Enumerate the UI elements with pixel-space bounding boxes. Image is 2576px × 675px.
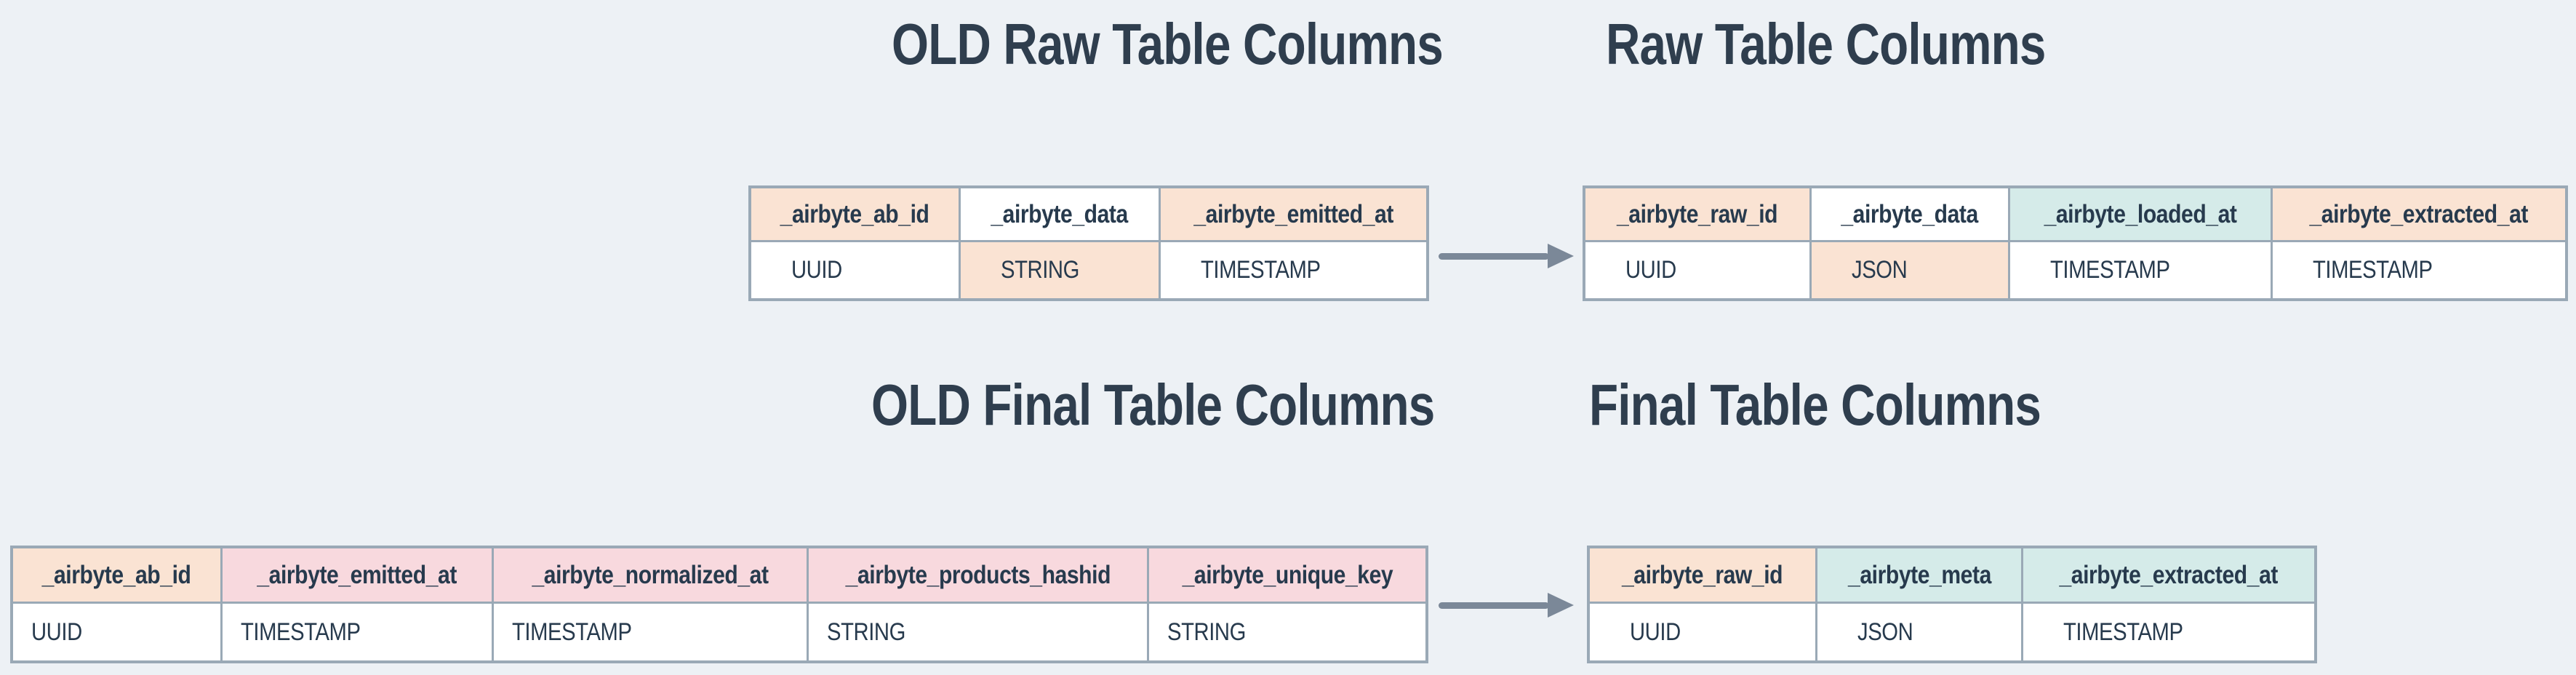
column-header-label: _airbyte_emitted_at	[257, 560, 457, 589]
column-type-cell-airbyte-emitted-at: TIMESTAMP	[1161, 242, 1426, 298]
column-header-cell-airbyte-extracted-at: _airbyte_extracted_at	[2273, 188, 2565, 240]
column-type-label: TIMESTAMP	[2313, 256, 2433, 284]
column-type-cell-airbyte-raw-id: UUID	[1585, 242, 1809, 298]
column-header-label: _airbyte_data	[1841, 199, 1979, 228]
raw-table-title: Raw Table Columns	[1606, 13, 2142, 76]
old-final-table-title: OLD Final Table Columns	[871, 374, 1558, 436]
column-header-label: _airbyte_raw_id	[1622, 560, 1783, 589]
column-header-cell-airbyte-raw-id: _airbyte_raw_id	[1590, 548, 1815, 602]
column-header-cell-airbyte-products-hashid: _airbyte_products_hashid	[809, 548, 1147, 602]
final-table-title: Final Table Columns	[1589, 374, 2140, 436]
column-type-cell-airbyte-data: JSON	[1812, 242, 2008, 298]
column-header-label: _airbyte_extracted_at	[2059, 560, 2279, 589]
column-header-label: _airbyte_unique_key	[1182, 560, 1393, 589]
column-header-cell-airbyte-ab-id: _airbyte_ab_id	[13, 548, 220, 602]
column-header-label: _airbyte_products_hashid	[845, 560, 1111, 589]
column-type-cell-airbyte-extracted-at: TIMESTAMP	[2023, 604, 2314, 660]
column-header-cell-airbyte-meta: _airbyte_meta	[1817, 548, 2021, 602]
column-type-label: UUID	[791, 256, 842, 284]
column-header-cell-airbyte-data: _airbyte_data	[1812, 188, 2008, 240]
column-type-cell-airbyte-data: STRING	[961, 242, 1159, 298]
column-type-cell-airbyte-raw-id: UUID	[1590, 604, 1815, 660]
column-header-label: _airbyte_data	[991, 199, 1129, 228]
old-raw-table-title: OLD Raw Table Columns	[892, 13, 1564, 76]
column-type-label: STRING	[1001, 256, 1079, 284]
column-header-label: _airbyte_ab_id	[42, 560, 191, 589]
column-type-label: TIMESTAMP	[2063, 618, 2183, 646]
column-type-label: TIMESTAMP	[2050, 256, 2170, 284]
column-type-label: UUID	[31, 618, 82, 646]
final-migration-arrow-icon	[1439, 593, 1574, 618]
column-type-label: UUID	[1630, 618, 1681, 646]
column-header-cell-airbyte-data: _airbyte_data	[961, 188, 1159, 240]
column-type-cell-airbyte-ab-id: UUID	[751, 242, 959, 298]
column-type-cell-airbyte-emitted-at: TIMESTAMP	[223, 604, 492, 660]
column-type-cell-airbyte-unique-key: STRING	[1149, 604, 1425, 660]
column-header-cell-airbyte-ab-id: _airbyte_ab_id	[751, 188, 959, 240]
column-type-label: JSON	[1857, 618, 1913, 646]
raw-table-title-text: Raw Table Columns	[1606, 12, 2046, 76]
column-header-label: _airbyte_ab_id	[780, 199, 929, 228]
final-table-title-text: Final Table Columns	[1589, 372, 2041, 437]
column-header-label: _airbyte_loaded_at	[2044, 199, 2237, 228]
column-type-label: TIMESTAMP	[1201, 256, 1321, 284]
raw-migration-arrow-icon	[1439, 244, 1574, 268]
column-header-label: _airbyte_raw_id	[1617, 199, 1778, 228]
old-final-table-title-text: OLD Final Table Columns	[871, 372, 1435, 437]
column-type-cell-airbyte-meta: JSON	[1817, 604, 2021, 660]
column-header-cell-airbyte-loaded-at: _airbyte_loaded_at	[2010, 188, 2271, 240]
column-type-label: TIMESTAMP	[512, 618, 632, 646]
column-type-label: UUID	[1625, 256, 1676, 284]
column-type-cell-airbyte-normalized-at: TIMESTAMP	[494, 604, 807, 660]
new-final-table: _airbyte_raw_id _airbyte_meta _airbyte_ext…	[1587, 546, 2317, 663]
new-raw-table: _airbyte_raw_id _airbyte_data _airbyte_loa…	[1583, 185, 2568, 301]
column-type-label: STRING	[1167, 618, 1246, 646]
column-header-cell-airbyte-emitted-at: _airbyte_emitted_at	[223, 548, 492, 602]
column-type-label: TIMESTAMP	[241, 618, 361, 646]
column-type-label: STRING	[827, 618, 905, 646]
old-final-table: _airbyte_ab_id _airbyte_emitted_at _airbyt…	[10, 546, 1428, 663]
column-header-cell-airbyte-raw-id: _airbyte_raw_id	[1585, 188, 1809, 240]
column-header-label: _airbyte_emitted_at	[1193, 199, 1393, 228]
column-header-label: _airbyte_meta	[1847, 560, 1991, 589]
column-type-label: JSON	[1852, 256, 1908, 284]
column-type-cell-airbyte-products-hashid: STRING	[809, 604, 1147, 660]
column-header-label: _airbyte_normalized_at	[532, 560, 769, 589]
old-raw-table-title-text: OLD Raw Table Columns	[892, 12, 1444, 76]
column-header-cell-airbyte-unique-key: _airbyte_unique_key	[1149, 548, 1425, 602]
column-type-cell-airbyte-extracted-at: TIMESTAMP	[2273, 242, 2565, 298]
column-type-cell-airbyte-ab-id: UUID	[13, 604, 220, 660]
column-header-label: _airbyte_extracted_at	[2309, 199, 2529, 228]
column-header-cell-airbyte-emitted-at: _airbyte_emitted_at	[1161, 188, 1426, 240]
old-raw-table: _airbyte_ab_id _airbyte_data _airbyte_emit…	[748, 185, 1429, 301]
column-header-cell-airbyte-extracted-at: _airbyte_extracted_at	[2023, 548, 2314, 602]
column-header-cell-airbyte-normalized-at: _airbyte_normalized_at	[494, 548, 807, 602]
column-type-cell-airbyte-loaded-at: TIMESTAMP	[2010, 242, 2271, 298]
